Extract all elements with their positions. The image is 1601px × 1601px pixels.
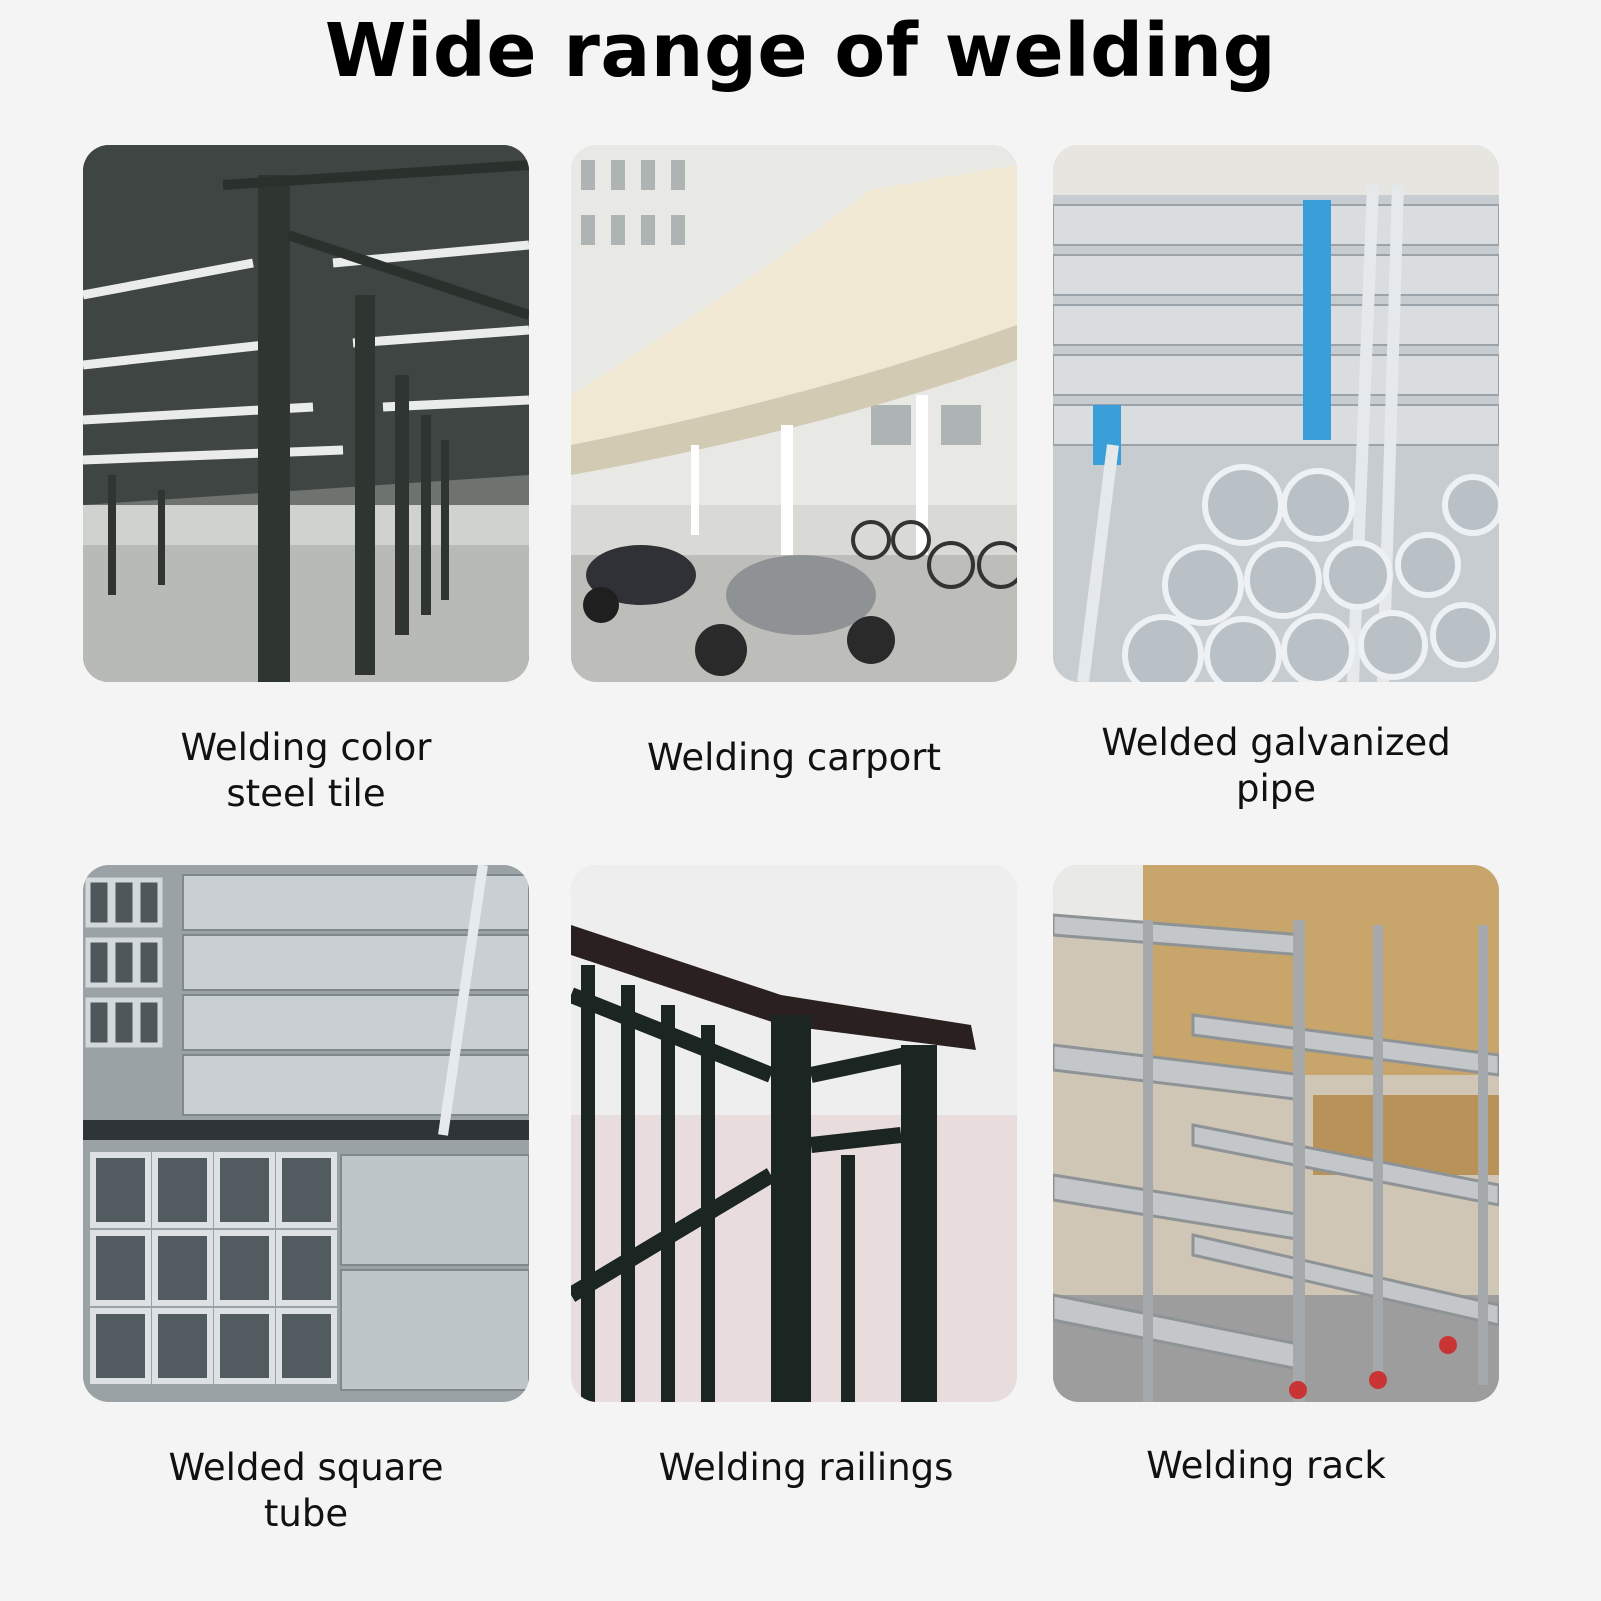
caption-carport: Welding carport bbox=[647, 736, 941, 779]
square-tube-stack-photo bbox=[83, 865, 529, 1402]
stainless-rack-photo bbox=[1053, 865, 1499, 1402]
caption-rack: Welding rack bbox=[1146, 1444, 1386, 1487]
carport-canopy-photo bbox=[571, 145, 1017, 682]
page-title: Wide range of welding bbox=[324, 8, 1277, 94]
steel-structure-warehouse-photo bbox=[83, 145, 529, 682]
stair-railing-photo bbox=[571, 865, 1017, 1402]
caption-galvanized-pipe: Welded galvanized pipe bbox=[1101, 721, 1451, 810]
caption-railings: Welding railings bbox=[658, 1446, 954, 1489]
caption-square-tube: Welded square tube bbox=[168, 1446, 444, 1535]
galvanized-pipe-bundle-photo bbox=[1053, 145, 1499, 682]
caption-color-steel-tile: Welding color steel tile bbox=[180, 726, 432, 815]
